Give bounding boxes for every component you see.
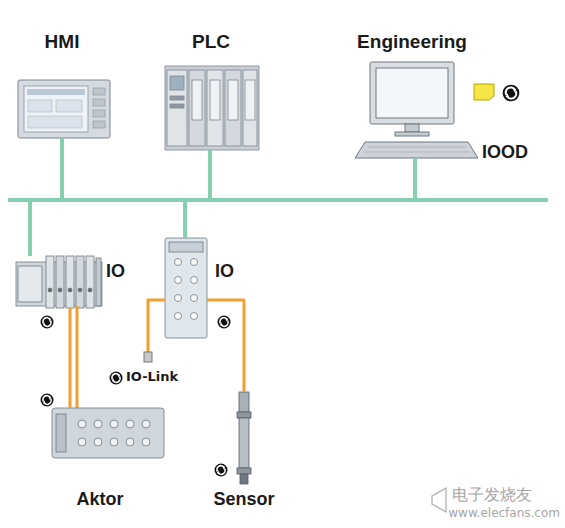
device-label: Aktor: [76, 490, 123, 510]
plc-rack: [165, 66, 259, 150]
io-link-label: IO-Link: [126, 370, 178, 384]
device-label: HMI: [45, 32, 80, 53]
io-link-symbol: [215, 464, 228, 477]
io-module: IO: [165, 238, 207, 338]
io-station: [16, 256, 102, 308]
io-link-symbol: [503, 85, 520, 102]
bus-connection: [185, 150, 210, 238]
hmi-panel: [18, 80, 110, 138]
io-link-cable: [207, 300, 244, 392]
io-link-symbol: [110, 372, 123, 385]
io-module: [165, 238, 207, 338]
iodd-file-icon: [474, 84, 494, 100]
bus-connection: [30, 150, 210, 256]
watermark: 电子发烧友: [452, 486, 532, 504]
io-link-symbol: [218, 316, 231, 329]
hmi-device: HMI: [18, 80, 110, 138]
io-link-symbol: [41, 394, 54, 407]
cable: [76, 306, 79, 408]
watermark-url: www.elecfans.com: [448, 507, 560, 520]
actuator-device: [52, 408, 164, 458]
device-label: IO: [106, 262, 125, 282]
file-label: IOOD: [482, 143, 528, 163]
sensor-device: [237, 392, 251, 484]
device-label: Engineering: [357, 32, 467, 53]
sensor: Sensor: [236, 392, 252, 484]
io-link-cable: [148, 300, 165, 352]
engineering-station: EngineeringIOOD: [353, 62, 479, 158]
device-label: PLC: [192, 32, 230, 53]
actuator: Aktor: [52, 408, 164, 458]
bus-connection: [210, 150, 415, 200]
io-link-cable: [69, 308, 72, 408]
io-link-symbol: [41, 316, 54, 329]
computer: [355, 62, 478, 158]
device-label: Sensor: [213, 490, 274, 510]
watermark-logo: [432, 488, 446, 512]
cable-connector: [144, 352, 152, 362]
bus-connection: [62, 138, 210, 200]
device-label: IO: [215, 262, 234, 282]
plc-device: PLC: [165, 66, 259, 150]
io-station: IO: [16, 256, 102, 308]
